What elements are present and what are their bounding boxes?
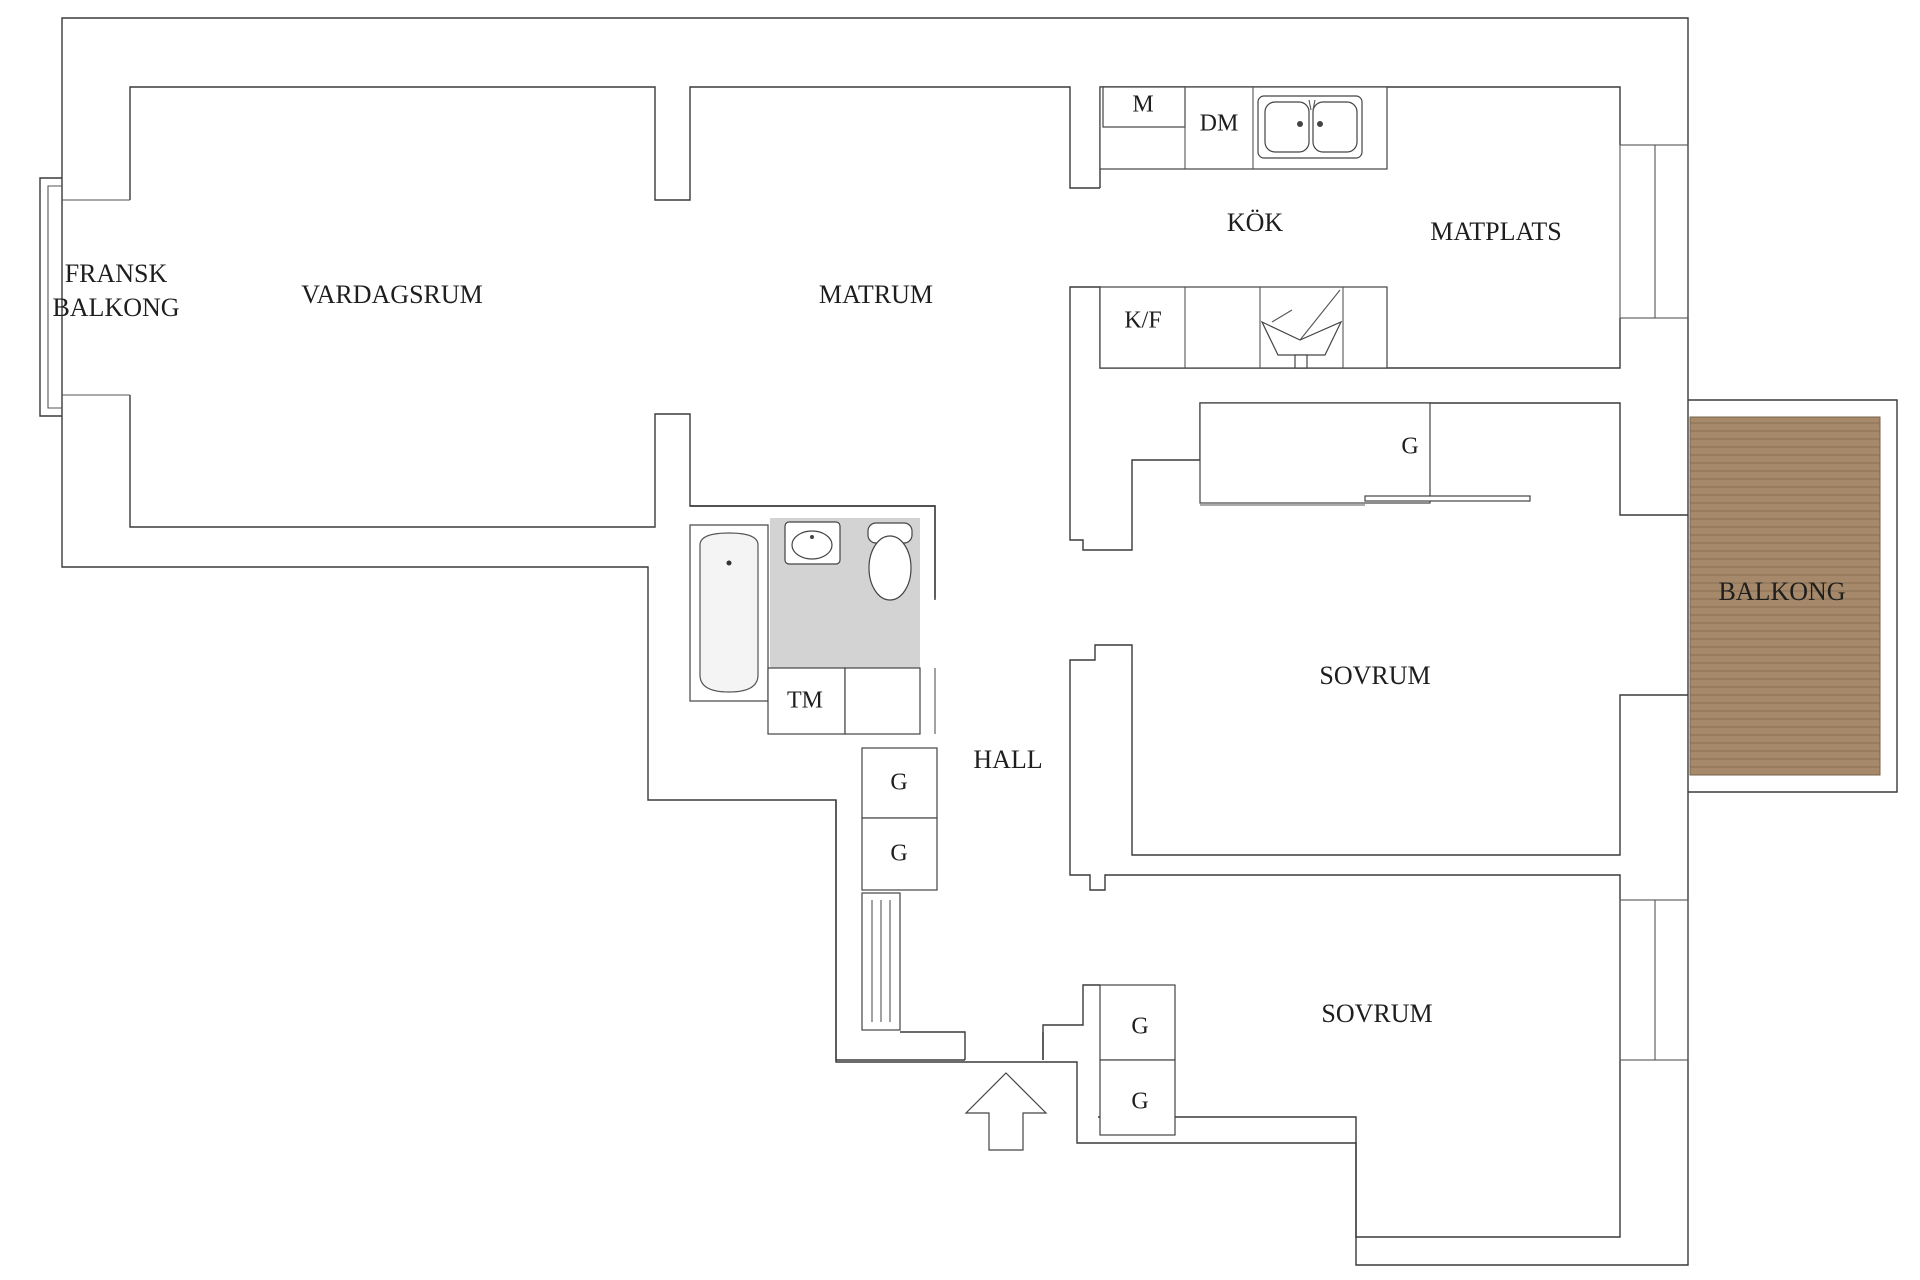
label-microwave: M — [1132, 92, 1153, 118]
bathroom-wall — [690, 505, 936, 598]
toilet-icon — [867, 522, 913, 601]
label-vardagsrum: VARDAGSRUM — [301, 280, 483, 309]
hall-wall-left — [835, 800, 965, 1061]
label-sovrum-2: SOVRUM — [1321, 999, 1432, 1028]
french-balcony-inner — [47, 185, 62, 409]
lower-counter — [1099, 286, 1388, 369]
label-dishwasher: DM — [1200, 111, 1239, 137]
wardrobe-bedroom2-a — [1099, 984, 1176, 1061]
french-balcony-frame — [39, 177, 62, 417]
entrance-arrow-icon — [964, 1072, 1048, 1151]
balcony-frame — [1688, 399, 1898, 793]
sink-icon — [1257, 95, 1363, 159]
label-fridge-freezer: K/F — [1124, 308, 1161, 334]
label-wardrobe-bedroom2-2: G — [1131, 1089, 1148, 1115]
balcony-deck — [1689, 416, 1881, 776]
bathtub-icon — [699, 532, 759, 693]
bathroom-cabinet — [844, 667, 921, 735]
label-hall: HALL — [973, 745, 1042, 774]
radiator-icon — [861, 892, 901, 1031]
bedroom2-wall — [1098, 900, 1621, 1238]
microwave-box — [1102, 86, 1186, 128]
wardrobe-hall-a — [861, 747, 938, 819]
label-sovrum-1: SOVRUM — [1319, 661, 1430, 690]
wardrobe-bedroom2-b — [1099, 1059, 1176, 1136]
wardrobe-bedroom1 — [1199, 402, 1431, 504]
outer-wall — [61, 17, 1689, 1266]
bedroom1-wall-lower — [1069, 644, 1688, 900]
label-wardrobe-bedroom1: G — [1401, 434, 1418, 460]
label-wardrobe-hall-1: G — [890, 770, 907, 796]
label-washing-machine: TM — [787, 688, 823, 714]
label-matplats: MATPLATS — [1430, 217, 1561, 246]
inner-wall-living — [129, 86, 1100, 201]
label-balkong: BALKONG — [1718, 577, 1845, 606]
label-wardrobe-bedroom2-1: G — [1131, 1014, 1148, 1040]
bedroom2-entry-wall — [1042, 984, 1100, 1060]
stove-hood-icon — [1260, 289, 1343, 369]
sliding-door-track — [1364, 495, 1531, 502]
hall-entry-left — [900, 1031, 966, 1060]
wardrobe-hall-b — [861, 817, 938, 891]
label-fransk-balkong-1: FRANSK — [65, 259, 168, 288]
label-kok: KÖK — [1227, 208, 1284, 237]
bathroom-sink-icon — [784, 521, 841, 565]
kitchen-window — [1619, 144, 1689, 319]
label-fransk-balkong-2: BALKONG — [52, 293, 179, 322]
bedroom2-window — [1619, 899, 1689, 1061]
label-wardrobe-hall-2: G — [890, 841, 907, 867]
label-matrum: MATRUM — [819, 280, 933, 309]
